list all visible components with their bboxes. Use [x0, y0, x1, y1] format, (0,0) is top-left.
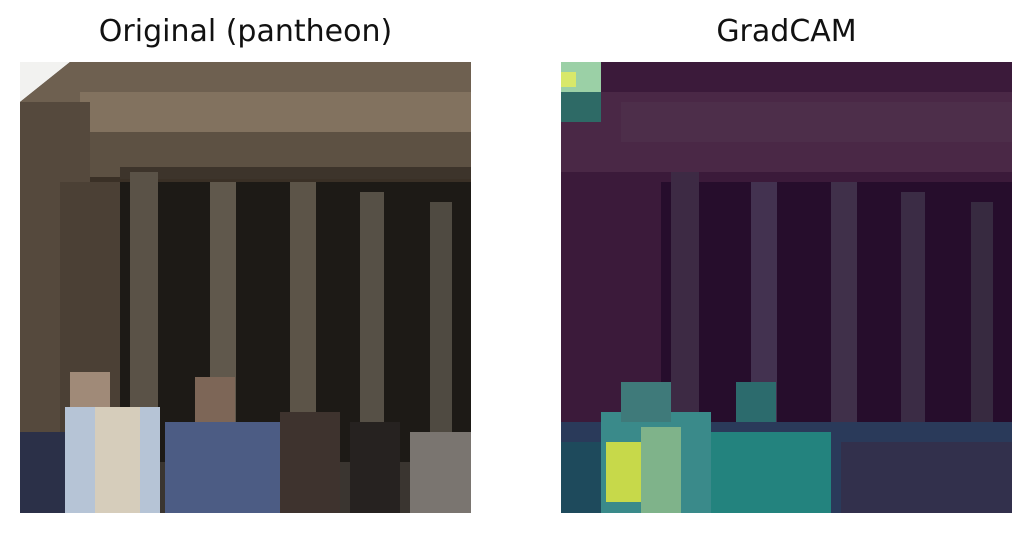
gradcam-overlay [561, 62, 1012, 513]
original-panel-title: Original (pantheon) [98, 14, 393, 49]
gradcam-image [561, 62, 1012, 513]
original-image [20, 62, 471, 513]
pantheon-photo [20, 62, 471, 513]
gradcam-panel-title: GradCAM [716, 14, 857, 49]
